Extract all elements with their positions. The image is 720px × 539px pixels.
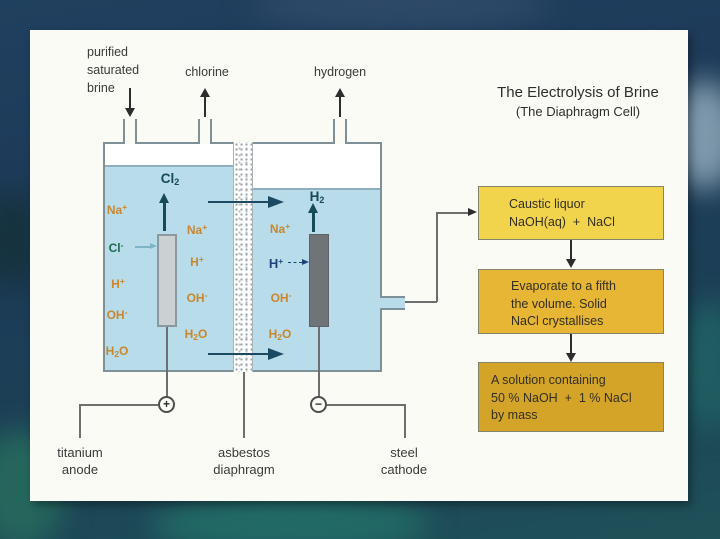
hydrogen-outlet-pipe [333, 119, 347, 144]
chlorine-outlet-label: chlorine [185, 65, 229, 79]
ion-oh-mid: OH- [186, 290, 208, 305]
anode-terminal: + [158, 396, 175, 413]
chlorine-up-arrowhead [200, 88, 210, 97]
ion-oh-right: OH- [270, 290, 292, 305]
steel-cathode [309, 234, 329, 327]
chlorine-gas-label: Cl2 [160, 171, 180, 187]
cloud-patch-bottom-center [150, 495, 430, 539]
connector-vertical [436, 213, 438, 302]
cathode-terminal: − [310, 396, 327, 413]
diaphragm-flow-arrowhead-bottom [268, 347, 284, 360]
asbestos-diaphragm [233, 142, 253, 372]
diaphragm-leader-line [243, 372, 245, 438]
hydrogen-outlet-label: hydrogen [313, 65, 367, 79]
flowchart-box-caustic-liquor: Caustic liquor NaOH(aq) + NaCl [478, 186, 664, 240]
connector-arrowhead [468, 208, 477, 216]
hydrogen-pointer-arrow [288, 262, 302, 263]
diaphragm-label: asbestos diaphragm [213, 445, 275, 477]
ion-cl-left: Cl- [108, 240, 124, 255]
flowchart-arrow-1 [570, 240, 572, 259]
chloride-pointer-arrow [135, 246, 150, 248]
flowchart-arrow-2 [570, 334, 572, 353]
diaphragm-flow-arrow-bottom [208, 353, 270, 355]
hydrogen-gas-arrow [312, 213, 315, 232]
hydrogen-gas-label: H2 [309, 189, 325, 205]
hydrogen-pointer-arrowhead [302, 259, 309, 265]
caustic-liquor-outlet-pipe [380, 296, 405, 310]
hydrogen-gas-arrowhead [308, 203, 318, 213]
titanium-anode [157, 234, 177, 327]
diaphragm-flow-arrowhead-top [268, 195, 284, 208]
cloud-patch-top [250, 0, 550, 30]
anode-wire [166, 327, 168, 397]
chlorine-gas-arrow [163, 203, 166, 231]
ion-na-left: Na+ [106, 202, 128, 217]
diaphragm-flow-arrow-top [208, 201, 270, 203]
flowchart-box-solution: A solution containing 50 % NaOH + 1 % Na… [478, 362, 664, 432]
chlorine-outlet-pipe [198, 119, 212, 144]
anode-label: titanium anode [57, 445, 103, 477]
brine-inlet-label: purified saturated brine [87, 45, 140, 95]
cathode-wire-drop [404, 404, 406, 438]
connector-horizontal-lower [404, 301, 437, 303]
ion-oh-left: OH- [106, 307, 128, 322]
chlorine-up-arrow [204, 97, 206, 117]
brine-down-arrow [129, 88, 131, 108]
chloride-pointer-arrowhead [150, 243, 157, 249]
page-subtitle: (The Diaphragm Cell) [515, 104, 641, 119]
ion-h-mid: H+ [190, 254, 204, 269]
ion-na-mid: Na+ [186, 222, 208, 237]
flowchart-box-evaporate: Evaporate to a fifth the volume. Solid N… [478, 269, 664, 334]
ion-h2o-left: H2O [105, 344, 129, 359]
anode-wire-drop [79, 404, 81, 438]
ion-h2o-right: H2O [268, 327, 292, 342]
page-title: The Electrolysis of Brine [497, 84, 659, 101]
ion-h-left: H+ [111, 276, 125, 291]
cathode-wire-horizontal [327, 404, 405, 406]
anode-wire-horizontal [79, 404, 158, 406]
cathode-label: steel cathode [380, 445, 428, 477]
hydrogen-up-arrowhead [335, 88, 345, 97]
flowchart-arrowhead-2 [566, 353, 576, 362]
chlorine-gas-arrowhead [159, 193, 169, 203]
ion-na-right: Na+ [269, 221, 291, 236]
connector-horizontal-upper [436, 212, 469, 214]
hydrogen-up-arrow [339, 97, 341, 117]
cathode-wire [318, 327, 320, 397]
ion-h-right: H+ [268, 256, 284, 271]
brine-down-arrowhead [125, 108, 135, 117]
ion-h2o-mid: H2O [184, 327, 208, 342]
flowchart-arrowhead-1 [566, 259, 576, 268]
brine-inlet-pipe [123, 119, 137, 144]
title-block: The Electrolysis of Brine (The Diaphragm… [455, 84, 701, 119]
